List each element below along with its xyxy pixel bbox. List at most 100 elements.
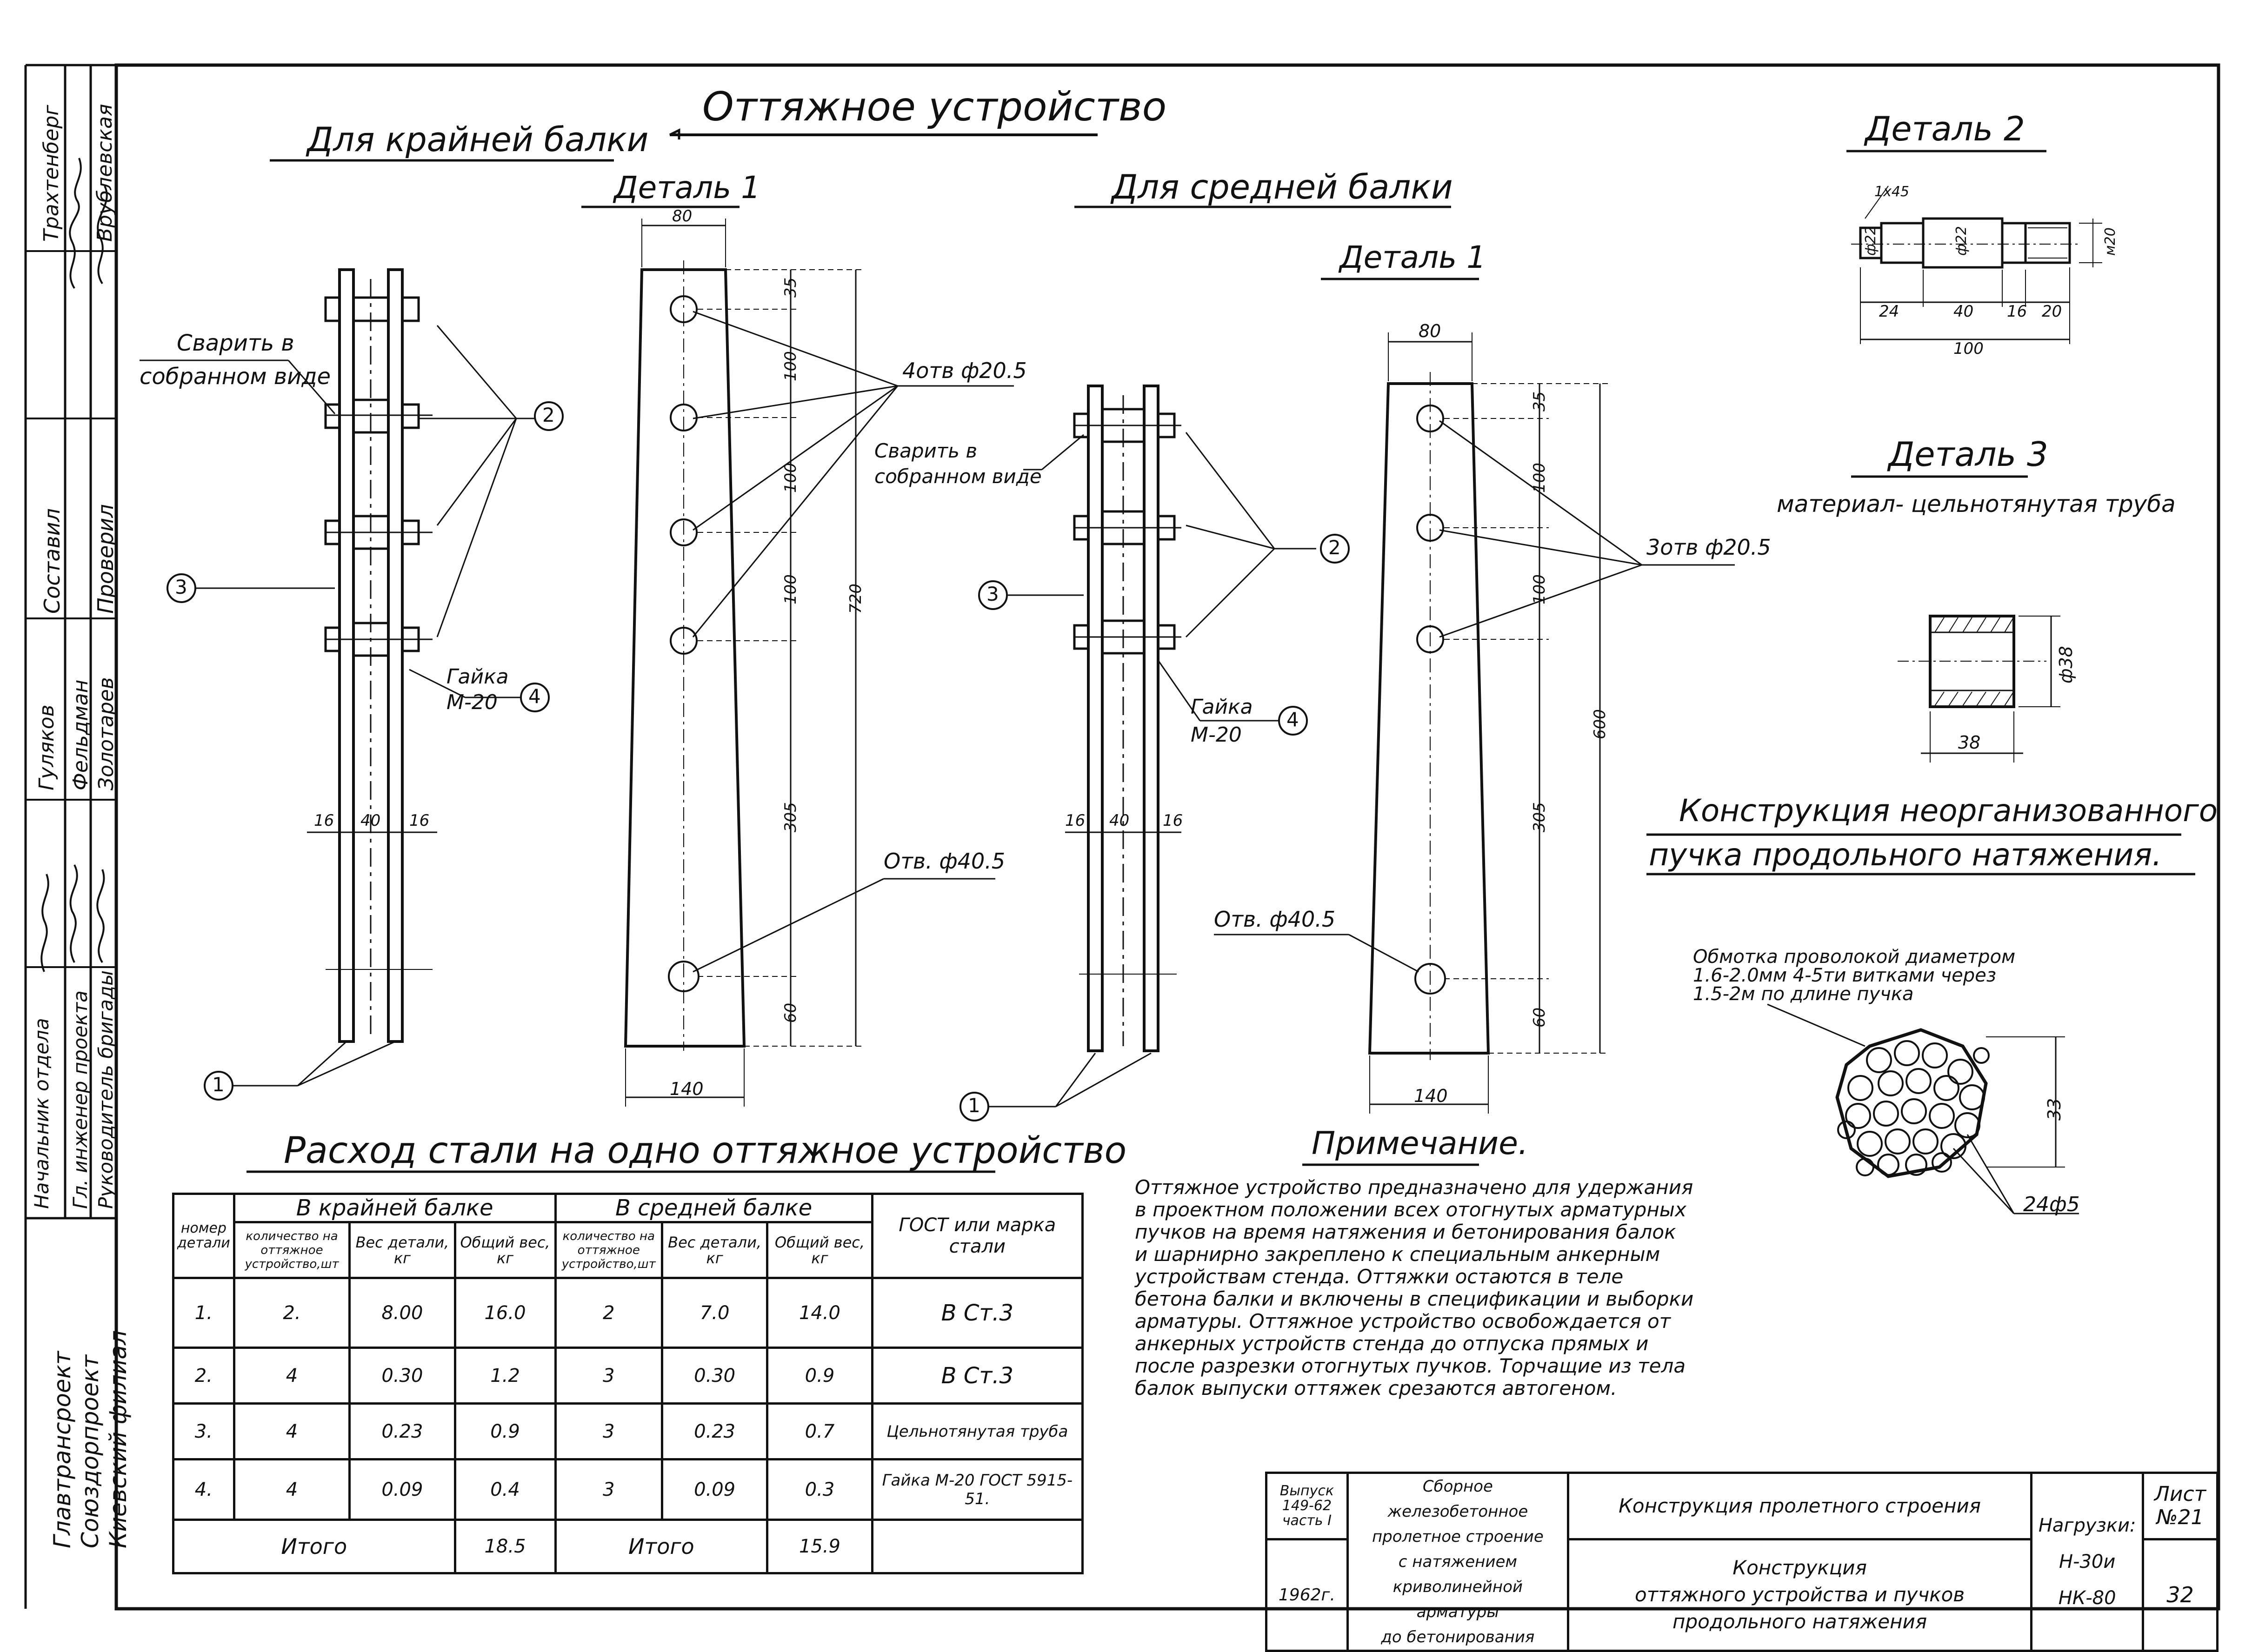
note-line: балок выпуски оттяжек срезаются автогено… — [1135, 1377, 1617, 1400]
table-row: 4. 4 0.09 0.4 3 0.09 0.3 Гайка М-20 ГОСТ… — [172, 1458, 1084, 1521]
dim-rp-d3: 100 — [1530, 574, 1549, 604]
dim-rp-d2: 100 — [1530, 463, 1549, 493]
cell: 1. — [172, 1277, 235, 1349]
dim-la-a: 16 — [314, 811, 334, 830]
bundle-title-2: пучка продольного натяжения. — [1649, 837, 2162, 873]
cell: 2. — [233, 1277, 351, 1349]
col-gost-header: ГОСТ или марка стали — [871, 1193, 1084, 1279]
stamp-issue: Выпуск 149-62 часть I — [1265, 1472, 1349, 1540]
detail2-label: Деталь 2 — [1865, 109, 2025, 148]
dim-ra-b: 40 — [1109, 811, 1130, 830]
note-line: арматуры. Оттяжное устройство освобождае… — [1135, 1310, 1671, 1333]
nut-right-1: Гайка — [1191, 695, 1253, 719]
stamp-subject: Конструкция пролетного строения — [1566, 1472, 2033, 1540]
note-line: в проектном положении всех отогнутых арм… — [1135, 1198, 1686, 1221]
bundle-wires: 24ф5 — [2023, 1193, 2080, 1216]
nut-left-1: Гайка — [446, 665, 509, 689]
group-right-header: В средней балке — [554, 1193, 873, 1223]
holes-right-label: 3отв ф20.5 — [1646, 535, 1771, 560]
nut-right-2: М-20 — [1191, 723, 1242, 747]
bundle-wrap-1: Обмотка проволокой диаметром — [1693, 946, 2016, 968]
table-row: 3. 4 0.23 0.9 3 0.23 0.7 Цельнотянутая т… — [172, 1402, 1084, 1460]
weld-note-left-2: собранном виде — [140, 364, 331, 390]
left-heading: Для крайней балки — [307, 120, 649, 159]
left-assembly — [140, 268, 564, 1101]
dim-ra-c: 16 — [1163, 811, 1183, 830]
cell: 16.0 — [453, 1277, 557, 1349]
bundle-dim: 33 — [2044, 1098, 2065, 1121]
cell: 4. — [172, 1458, 235, 1521]
note-line: пучков на время натяжения и бетонировани… — [1135, 1221, 1676, 1243]
col-total-header: Общий вес, кг — [766, 1221, 873, 1279]
d3-dia: ф38 — [2056, 646, 2076, 683]
cell: Цельнотянутая труба — [871, 1402, 1084, 1460]
big-hole-left-label: Отв. ф40.5 — [884, 849, 1006, 874]
col-total-header: Общий вес, кг — [453, 1221, 557, 1279]
d2-total: 100 — [1953, 339, 1984, 358]
d2-d1: ф22 — [1863, 226, 1879, 256]
side-org-1: Главтрансроект — [49, 1351, 76, 1548]
dim-rp-d4: 305 — [1530, 802, 1549, 832]
note-line: бетона балки и включены в спецификации и… — [1135, 1287, 1694, 1310]
big-hole-right-label: Отв. ф40.5 — [1214, 907, 1336, 932]
callout-4-left: 4 — [528, 685, 541, 708]
dim-rp-bottom: 140 — [1414, 1086, 1448, 1106]
col-unit-header: Вес детали, кг — [660, 1221, 769, 1279]
d2-d3: м20 — [2102, 227, 2119, 256]
cell: 3. — [172, 1402, 235, 1460]
d2-l3: 16 — [2007, 302, 2027, 321]
dim-lp-d3: 100 — [781, 463, 800, 493]
right-assembly — [959, 385, 1350, 1121]
dim-ra-a: 16 — [1065, 811, 1086, 830]
cell: 3 — [554, 1347, 663, 1405]
stamp-year: 1962г. — [1265, 1538, 1349, 1652]
cell: 2 — [554, 1277, 663, 1349]
bundle-drawing — [1767, 1003, 2079, 1214]
cell: 1.2 — [453, 1347, 557, 1405]
note-body: Оттяжное устройство предназначено для уд… — [1135, 1176, 1693, 1400]
left-plate — [624, 219, 1014, 1107]
weld-note-right-2: собранном виде — [874, 465, 1042, 488]
cell: 0.23 — [348, 1402, 456, 1460]
dim-rp-d1: 35 — [1530, 391, 1549, 411]
side-org-2: Союздорпроект — [77, 1354, 104, 1548]
holes-left-label: 4отв ф20.5 — [902, 358, 1027, 383]
note-title: Примечание. — [1312, 1125, 1528, 1162]
cell: 0.23 — [660, 1402, 769, 1460]
bundle-wrap-2: 1.6-2.0мм 4-5ти витками через — [1693, 965, 1997, 986]
dim-lp-bottom: 140 — [670, 1079, 704, 1099]
sheet-frame — [114, 63, 2220, 1611]
callout-4-right: 4 — [1286, 708, 1299, 731]
dim-lp-d2: 100 — [781, 351, 800, 381]
cell: 0.9 — [453, 1402, 557, 1460]
detail3-drawing — [1898, 615, 2060, 763]
note-line: устройствам стенда. Оттяжки остаются в т… — [1135, 1265, 1624, 1288]
dim-rp-total: 600 — [1591, 709, 1609, 739]
note-line: анкерных устройств стенда до отпуска пря… — [1135, 1332, 1649, 1355]
stamp-series: Сборное железобетонное пролетное строени… — [1346, 1472, 1569, 1652]
note-line: и шарнирно закреплено к специальным анке… — [1135, 1243, 1660, 1266]
bundle-title-1: Конструкция неорганизованного — [1679, 793, 2218, 829]
dim-lp-total: 720 — [846, 584, 865, 614]
d2-l2: 40 — [1953, 302, 1974, 321]
stamp-sheet: Лист №21 — [2142, 1472, 2219, 1540]
col-qty-header: количество на оттяжное устройство,шт — [554, 1221, 663, 1279]
col-qty-header: количество на оттяжное устройство,шт — [233, 1221, 351, 1279]
dim-rp-top: 80 — [1419, 321, 1441, 341]
cell: В Ст.3 — [871, 1277, 1084, 1349]
cell: 7.0 — [660, 1277, 769, 1349]
stamp-page: 32 — [2142, 1538, 2219, 1652]
stamp-loads: Нагрузки: Н-30и НК-80 — [2030, 1472, 2145, 1652]
d2-d2: ф22 — [1953, 226, 1970, 256]
cell: 0.3 — [766, 1458, 873, 1521]
dim-lp-d4: 100 — [781, 574, 800, 604]
cell — [871, 1519, 1084, 1574]
dim-lp-d5: 305 — [781, 802, 800, 832]
cell: 0.09 — [660, 1458, 769, 1521]
main-title: Оттяжное устройство — [702, 84, 1167, 130]
dim-lp-d6: 60 — [781, 1002, 800, 1023]
nut-left-2: М-20 — [446, 690, 498, 714]
callout-2-right: 2 — [1328, 536, 1341, 559]
stamp-sheet-title: Конструкция оттяжного устройства и пучко… — [1566, 1538, 2033, 1652]
dim-lp-d1: 35 — [781, 277, 800, 298]
